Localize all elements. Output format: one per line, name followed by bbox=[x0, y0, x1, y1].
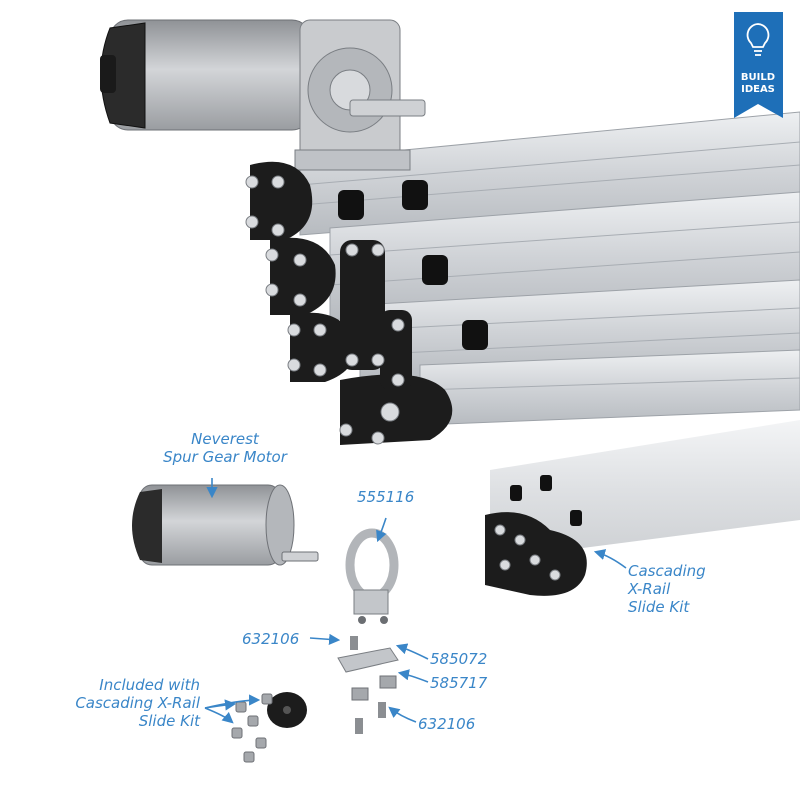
motor-mount-clamp bbox=[345, 528, 399, 624]
build-ideas-badge bbox=[734, 12, 783, 118]
label-slide-kit: Cascading X-Rail Slide Kit bbox=[628, 562, 706, 616]
x-rail-stack bbox=[299, 111, 800, 426]
label-motor: Neverest Spur Gear Motor bbox=[163, 430, 287, 466]
mount-hardware bbox=[337, 636, 399, 734]
label-included: Included with Cascading X-Rail Slide Kit bbox=[75, 676, 200, 730]
top-motor bbox=[100, 19, 426, 171]
label-screw-top: 632106 bbox=[242, 630, 300, 648]
callout-arrows bbox=[204, 478, 627, 724]
badge-line-2: IDEAS bbox=[741, 84, 775, 95]
lightbulb-icon bbox=[746, 23, 770, 56]
badge-label: BUILD IDEAS bbox=[733, 72, 783, 96]
label-motor-mount: 555116 bbox=[357, 488, 415, 506]
badge-line-1: BUILD bbox=[740, 72, 776, 83]
included-hub-and-screws bbox=[231, 692, 307, 763]
slide-brackets bbox=[245, 161, 488, 445]
label-plate: 585072 bbox=[430, 650, 488, 668]
cascading-slide-kit-thumbnail bbox=[485, 420, 800, 596]
spur-gear-motor bbox=[132, 484, 319, 566]
label-screw-bottom: 632106 bbox=[418, 715, 476, 733]
label-nut: 585717 bbox=[430, 674, 488, 692]
